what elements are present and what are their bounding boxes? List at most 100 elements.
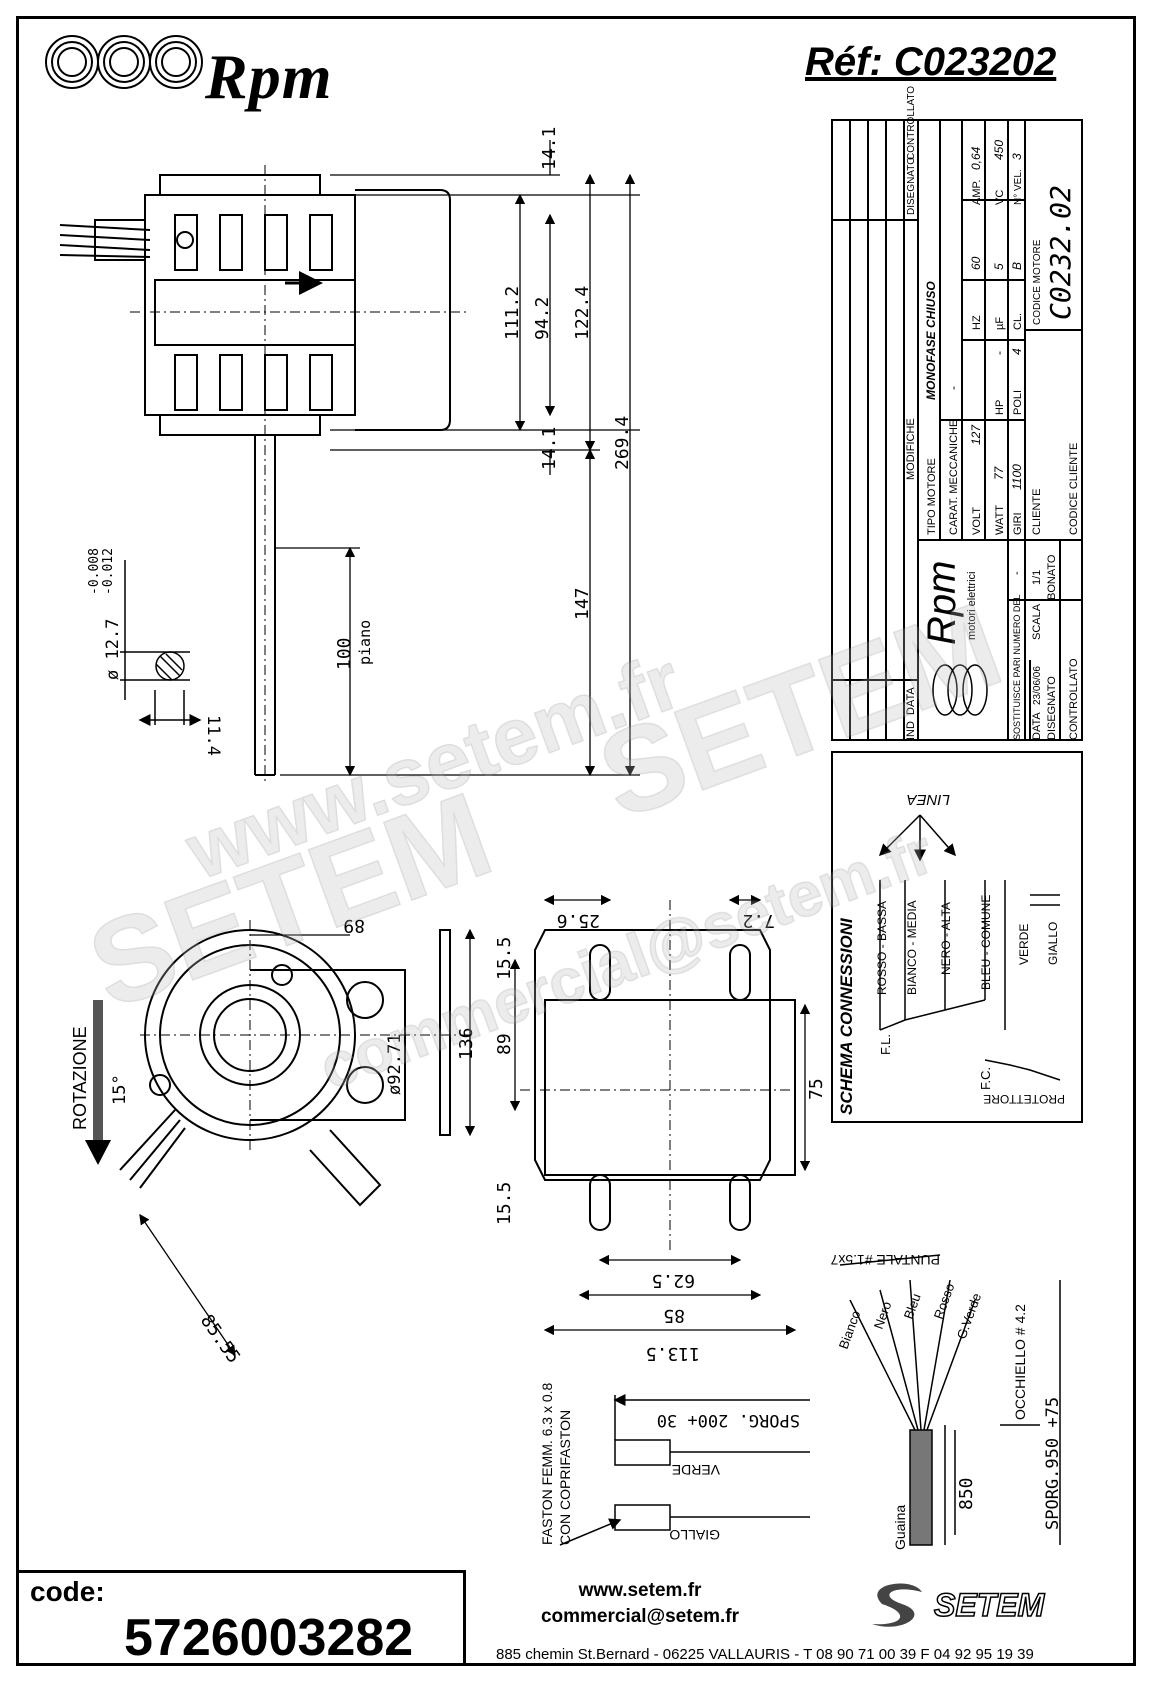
tb-watt-label: WATT: [994, 505, 1006, 535]
tb-vc: 450: [992, 140, 1006, 160]
tb-nvel: 3: [1010, 153, 1024, 160]
dim-92-71: ø92.71: [385, 1034, 405, 1095]
dim-89-top: 89: [343, 915, 365, 936]
dim-15-5-top: 15.5: [494, 937, 515, 980]
schema-wire-giallo: GIALLO: [1046, 922, 1060, 965]
wire-sheath: Guaina: [892, 1505, 908, 1550]
tb-cl: B: [1010, 262, 1024, 270]
dim-75: 75: [806, 1078, 827, 1100]
dim-15-5-bottom: 15.5: [494, 1182, 515, 1225]
watermark-setem-2: SETEM: [583, 577, 1017, 844]
tb-disegnato-label: DISEGNATO: [1046, 676, 1058, 740]
dim-136: 136: [456, 1027, 477, 1060]
tb-logo-sub: motori elettrici: [966, 572, 978, 640]
tb-hp-label: HP: [994, 400, 1006, 415]
dim-25-6: 25.6: [557, 910, 600, 931]
wire-total-length: SPORG.950 +75: [1043, 1397, 1063, 1530]
wire-harness: [839, 1254, 1061, 1546]
angle-label: 15°: [110, 1074, 130, 1105]
schema-wire-verde: VERDE: [1017, 924, 1031, 965]
tb-ind: IND: [905, 721, 917, 740]
dim-94-2: 94.2: [532, 297, 553, 340]
faston-subtitle: CON COPRIFASTON: [557, 1410, 573, 1545]
dim-bottom-14-1: 14.1: [539, 427, 560, 470]
code-label: code:: [30, 1576, 105, 1607]
tb-giri: 1100: [1010, 464, 1024, 490]
dim-100: 100: [334, 637, 355, 670]
schema-wire-nero: NERO - ALTA: [939, 902, 953, 975]
tb-cl-label: CL.: [1012, 313, 1024, 330]
tb-codice-cliente-label: CODICE CLIENTE: [1068, 443, 1080, 535]
tb-amp-label: AMP.: [971, 180, 983, 205]
dim-7-2: 7.2: [742, 910, 775, 931]
wire-eyelet: OCCHIELLO # 4.2: [1012, 1304, 1028, 1420]
schema-title: SCHEMA CONNESSIONI: [837, 917, 856, 1115]
code-box: [16, 1570, 466, 1666]
wire-bianco: Bianco: [836, 1309, 864, 1351]
setem-logo: SETEM: [872, 1583, 1046, 1627]
tb-tipo-motore-label: TIPO MOTORE: [926, 458, 938, 535]
schema-protettore: PROTETTORE: [983, 1092, 1065, 1106]
tb-logo: Rpm: [920, 561, 964, 645]
dim-85: 85: [663, 1305, 685, 1326]
tb-hz: 60: [969, 256, 983, 270]
tb-poli-label: POLI: [1012, 390, 1024, 415]
brand-name: Rpm: [205, 41, 333, 112]
wire-nero: Nero: [871, 1299, 895, 1331]
dim-111-2: 111.2: [502, 286, 523, 340]
dim-piano-note: piano: [356, 620, 374, 665]
tb-codice-motore-label: CODICE MOTORE: [1032, 239, 1043, 325]
faston-sporg: SPORG. 200+ 30: [657, 1410, 800, 1430]
wire-g-verde: G.Verde: [954, 1291, 984, 1341]
schema-fl: F.L.: [878, 1034, 893, 1055]
flat-dim: 11.4: [203, 715, 223, 756]
shaft-tol-a: -0.008: [87, 548, 102, 595]
tb-data-value: 23/06/06: [1032, 666, 1043, 705]
tb-poli: 4: [1010, 348, 1024, 355]
tb-volt-label: VOLT: [971, 507, 983, 535]
dim-113-5: 113.5: [646, 1343, 700, 1364]
dim-89: 89: [494, 1033, 515, 1055]
motor-side-view: [59, 174, 451, 776]
tb-tipo-motore: MONOFASE CHIUSO: [924, 281, 938, 400]
tb-disegnato-value: BONATO: [1046, 554, 1058, 600]
footer-website[interactable]: www.setem.fr: [578, 1580, 702, 1601]
footer-address: 885 chemin St.Bernard - 06225 VALLAURIS …: [496, 1646, 1034, 1663]
tb-controllato: CONTROLLATO: [906, 86, 917, 160]
tb-vc-label: VC: [994, 190, 1006, 205]
footer-email[interactable]: commercial@setem.fr: [540, 1606, 740, 1627]
tb-controllato-label: CONTROLLATO: [1068, 658, 1080, 740]
tb-nvel-label: N° VEL.: [1013, 169, 1024, 205]
tb-sostituisce: -: [1011, 571, 1023, 575]
schema-linea: LINEA: [907, 791, 950, 808]
tb-scala-label: SCALA: [1031, 603, 1043, 640]
dim-62-5: 62.5: [652, 1270, 695, 1291]
dim-85-55: 85.55: [196, 1311, 244, 1367]
schema-fc: F.C.: [978, 1067, 993, 1090]
wiring-schema-lines: [878, 814, 1061, 1081]
tb-coil-icon: [932, 664, 988, 716]
wire-sheath-length: 850: [956, 1477, 977, 1510]
wiring-schema-box: [831, 751, 1083, 1123]
setem-logo-text: SETEM: [934, 1587, 1046, 1623]
tb-scala: 1/1: [1031, 570, 1043, 585]
product-code: 5726003282: [124, 1609, 414, 1667]
faston-wire-verde: VERDE: [672, 1462, 720, 1478]
tb-sostituisce-label: SOSTITUISCE PARI NUMERO DEL: [1012, 595, 1022, 740]
tb-data: DATA: [905, 687, 917, 715]
tb-codice-motore: C0232.02: [1044, 185, 1077, 320]
rotation-label: ROTAZIONE: [70, 1026, 90, 1130]
tb-cliente-label: CLIENTE: [1031, 489, 1043, 535]
tb-data-label: DATA: [1031, 712, 1043, 740]
faston-detail: [559, 1394, 810, 1546]
tb-carat-value: -: [946, 386, 960, 390]
dim-122-4: 122.4: [572, 286, 593, 340]
tb-volt: 127: [969, 424, 983, 445]
dim-top-14-1: 14.1: [539, 127, 560, 170]
tb-uf-label: µF: [994, 317, 1006, 330]
reference-code: Réf: C023202: [805, 40, 1057, 84]
tb-disegnato: DISEGNATO: [906, 157, 917, 215]
dim-147: 147: [572, 587, 593, 620]
tb-amp: 0,64: [969, 146, 983, 170]
